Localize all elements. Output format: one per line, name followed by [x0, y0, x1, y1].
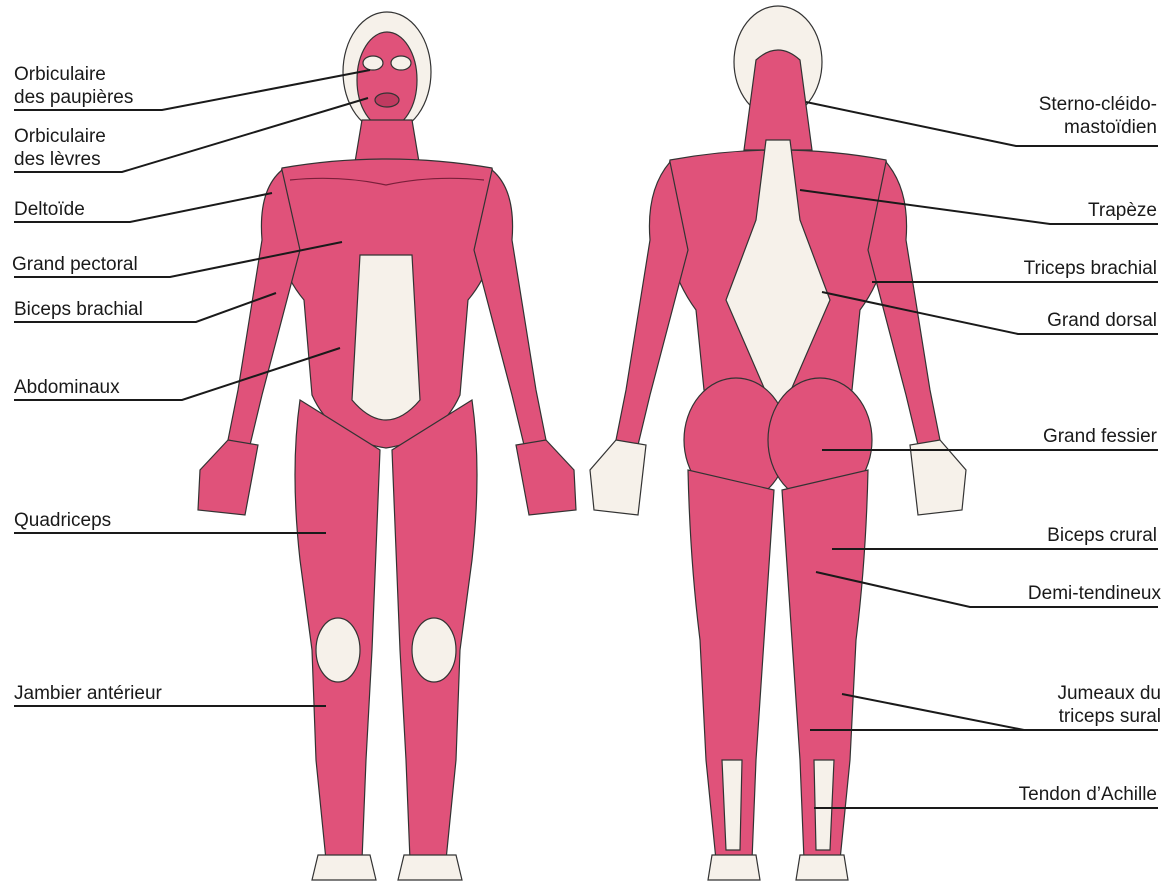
- back-foot-right: [796, 855, 848, 880]
- label-demi-tendineux: Demi-tendineux: [1028, 582, 1161, 605]
- label-line: Demi-tendineux: [1028, 582, 1161, 605]
- label-line: des paupières: [14, 86, 133, 109]
- front-mouth: [375, 93, 399, 107]
- back-foot-left: [708, 855, 760, 880]
- label-deltoide: Deltoïde: [14, 198, 85, 221]
- front-foot-left: [312, 855, 376, 880]
- label-grand-fessier: Grand fessier: [1043, 425, 1157, 448]
- label-line: Quadriceps: [14, 509, 111, 532]
- back-achilles-left: [722, 760, 742, 850]
- label-line: mastoïdien: [1039, 116, 1157, 139]
- label-line: Orbiculaire: [14, 125, 106, 148]
- front-abdomen-band: [352, 255, 420, 420]
- label-biceps-brachial: Biceps brachial: [14, 298, 143, 321]
- label-line: Grand fessier: [1043, 425, 1157, 448]
- label-line: Orbiculaire: [14, 63, 133, 86]
- label-line: Triceps brachial: [1024, 257, 1157, 280]
- label-triceps-brachial: Triceps brachial: [1024, 257, 1157, 280]
- label-sterno-cleido-mastoidien: Sterno-cléido- mastoïdien: [1039, 93, 1157, 139]
- label-grand-dorsal: Grand dorsal: [1047, 309, 1157, 332]
- front-foot-right: [398, 855, 462, 880]
- front-eye-right: [391, 56, 411, 70]
- front-knee-left: [316, 618, 360, 682]
- front-body: [198, 12, 576, 880]
- label-line: Jumeaux du: [1057, 682, 1161, 705]
- back-body: [590, 6, 966, 880]
- front-eye-left: [363, 56, 383, 70]
- label-jambier-anterieur: Jambier antérieur: [14, 682, 162, 705]
- front-knee-right: [412, 618, 456, 682]
- label-biceps-crural: Biceps crural: [1047, 524, 1157, 547]
- label-line: Sterno-cléido-: [1039, 93, 1157, 116]
- label-orbiculaire-levres: Orbiculaire des lèvres: [14, 125, 106, 171]
- label-line: Abdominaux: [14, 376, 120, 399]
- front-hand-right: [516, 440, 576, 515]
- label-line: des lèvres: [14, 148, 106, 171]
- label-jumeaux-triceps-sural: Jumeaux du triceps sural: [1057, 682, 1161, 728]
- leader-jumeaux: [842, 694, 1024, 730]
- back-hand-right: [910, 440, 966, 515]
- label-abdominaux: Abdominaux: [14, 376, 120, 399]
- label-line: Trapèze: [1088, 199, 1157, 222]
- label-quadriceps: Quadriceps: [14, 509, 111, 532]
- front-arm-right: [474, 170, 546, 445]
- leader-lines: [14, 70, 1158, 808]
- label-orbiculaire-paupieres: Orbiculaire des paupières: [14, 63, 133, 109]
- label-line: Jambier antérieur: [14, 682, 162, 705]
- label-tendon-achille: Tendon d’Achille: [1019, 783, 1157, 806]
- back-achilles-right: [814, 760, 834, 850]
- label-line: Biceps crural: [1047, 524, 1157, 547]
- label-trapeze: Trapèze: [1088, 199, 1157, 222]
- label-line: Grand dorsal: [1047, 309, 1157, 332]
- back-hand-left: [590, 440, 646, 515]
- label-grand-pectoral: Grand pectoral: [12, 253, 138, 276]
- label-line: Tendon d’Achille: [1019, 783, 1157, 806]
- front-face-muscle: [357, 32, 417, 128]
- back-arm-left: [616, 162, 688, 445]
- label-line: triceps sural: [1057, 705, 1161, 728]
- front-hand-left: [198, 440, 258, 515]
- label-line: Deltoïde: [14, 198, 85, 221]
- label-line: Biceps brachial: [14, 298, 143, 321]
- label-line: Grand pectoral: [12, 253, 138, 276]
